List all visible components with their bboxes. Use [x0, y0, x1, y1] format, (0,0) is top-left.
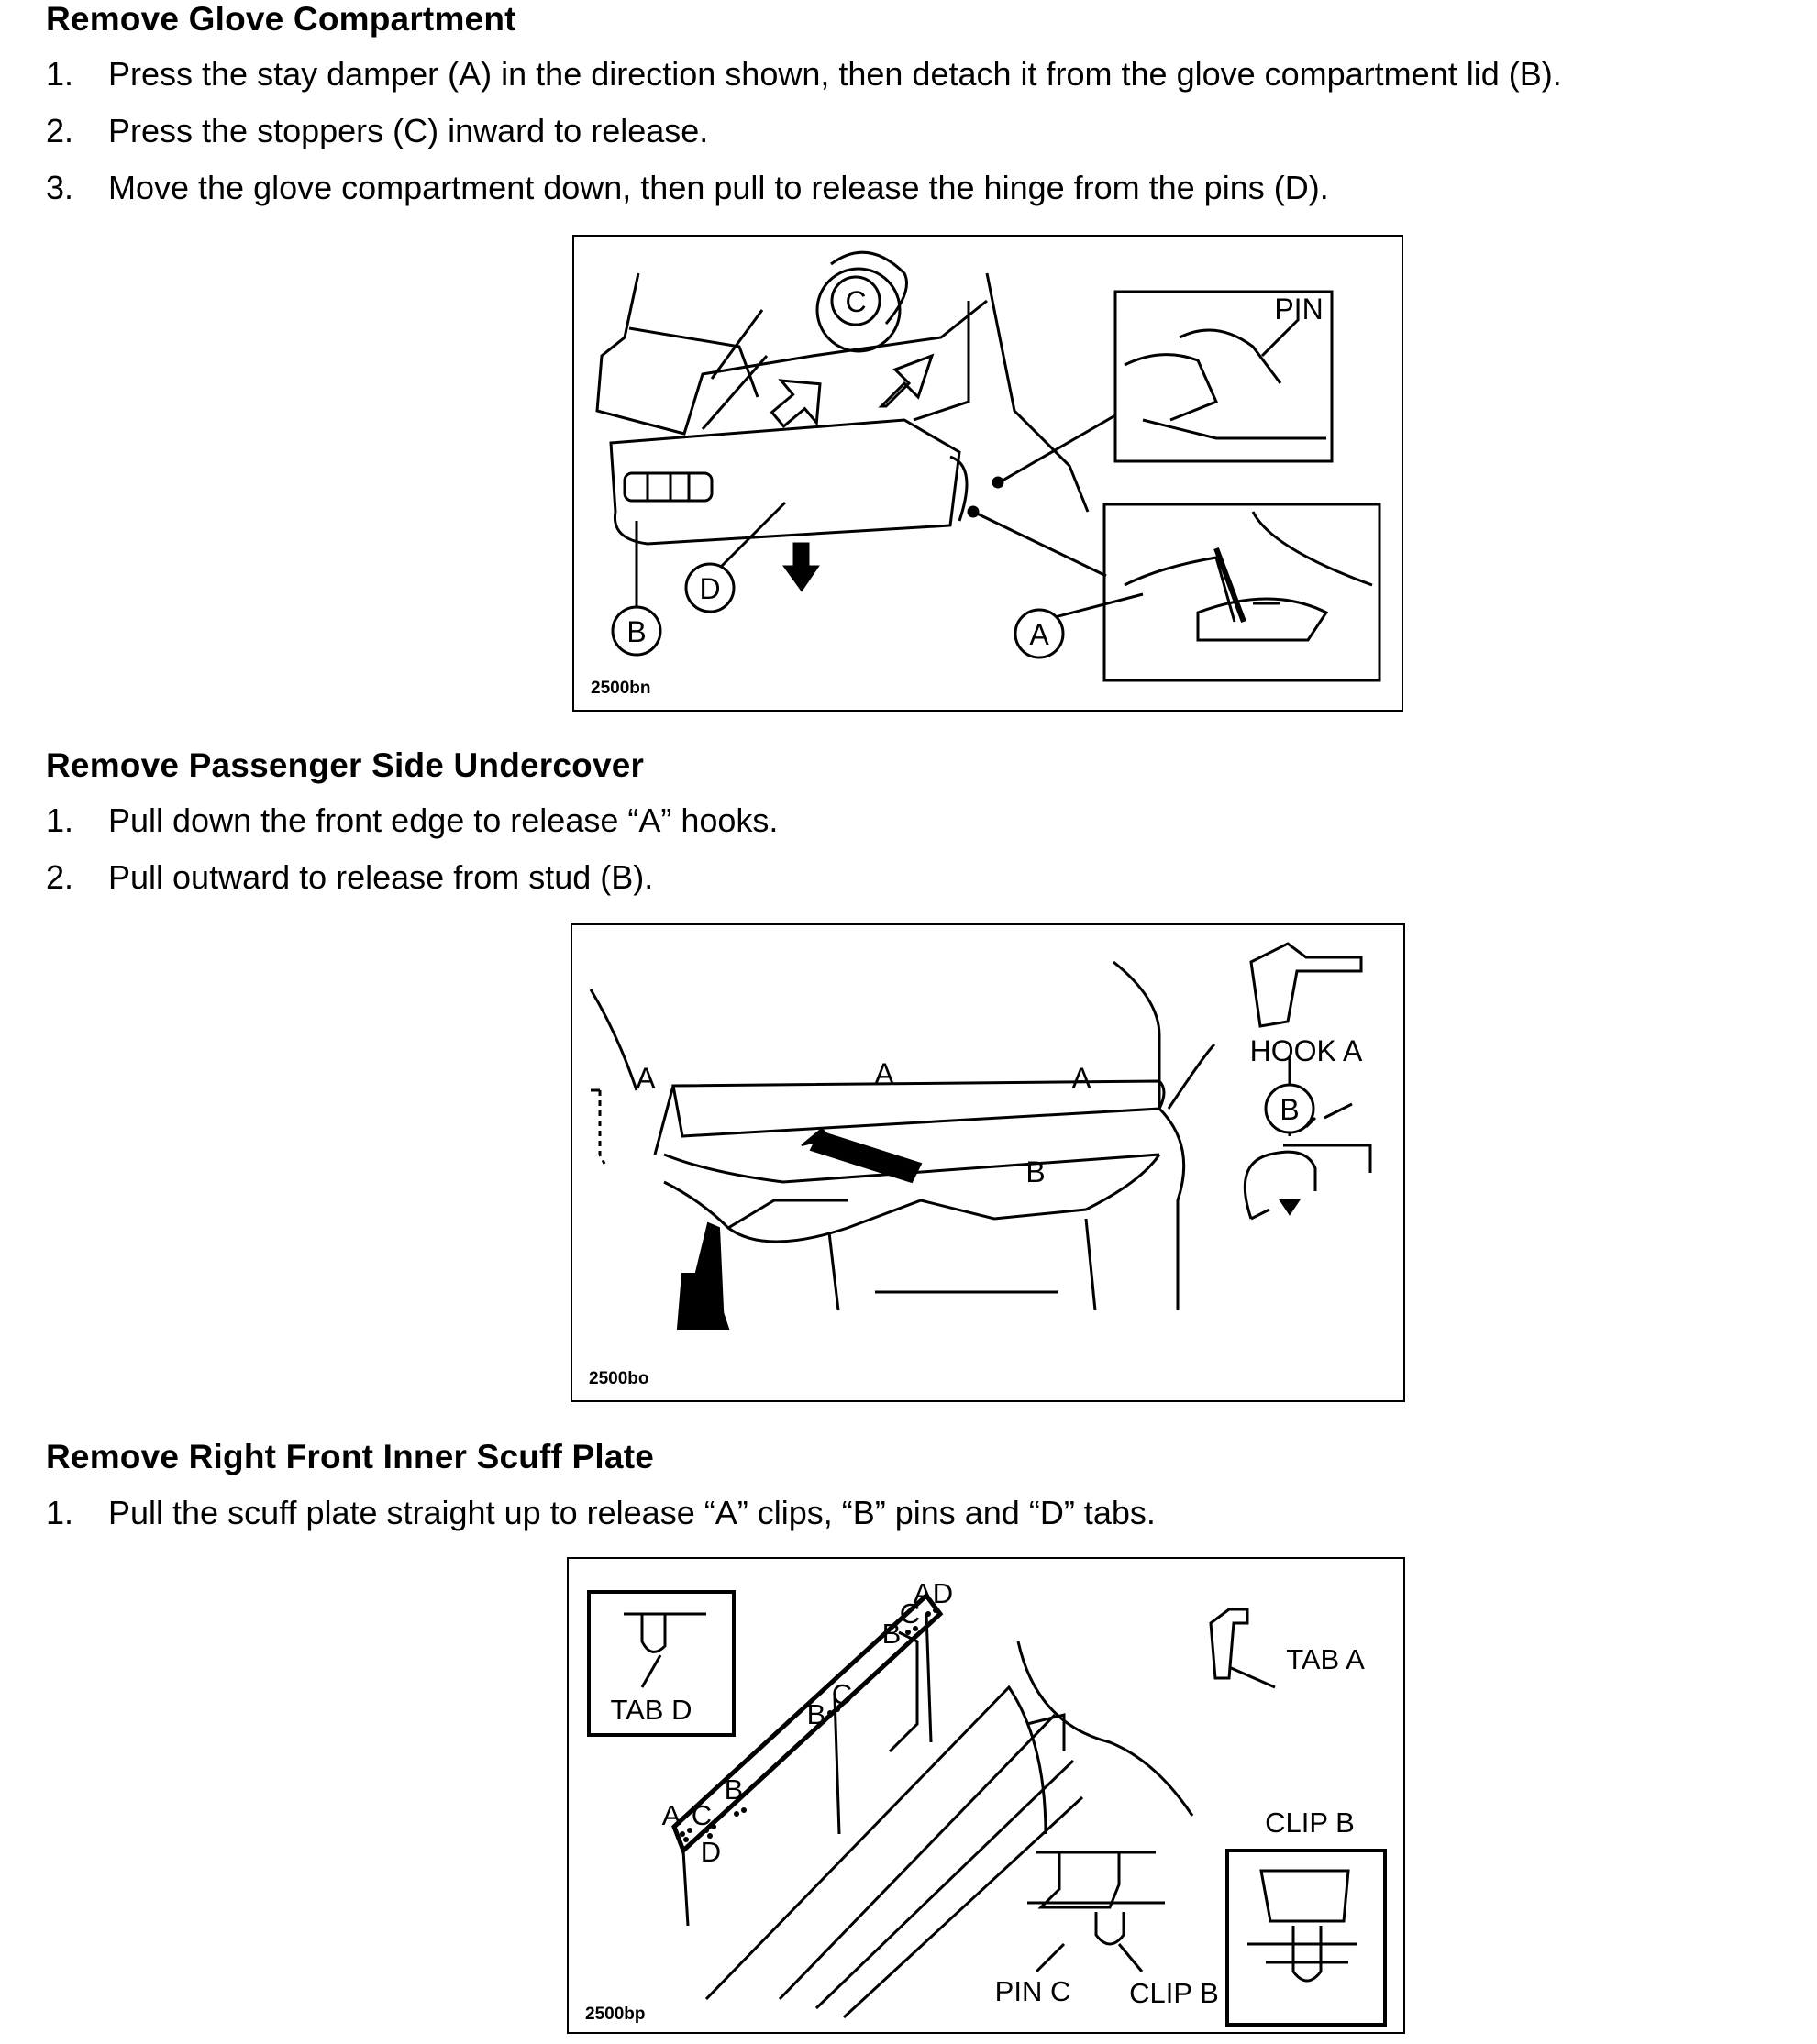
callout-c: C [845, 285, 866, 318]
label-clip-b: CLIP B [1129, 1977, 1219, 2009]
label-a-right: A [1071, 1062, 1091, 1095]
label-a-center: A [874, 1057, 894, 1090]
steps-list-passenger-undercover: 1.Pull down the front edge to release “A… [46, 800, 778, 913]
steps-list-glove-compartment: 1.Press the stay damper (A) in the direc… [46, 53, 1562, 224]
label-hook-a: HOOK A [1250, 1034, 1363, 1067]
label-c-left: C [692, 1799, 712, 1831]
step-item: 1.Pull the scuff plate straight up to re… [46, 1494, 1156, 1531]
label-d-left: D [701, 1836, 721, 1868]
steps-list-scuff-plate: 1.Pull the scuff plate straight up to re… [46, 1492, 1156, 1549]
step-item: 1.Pull down the front edge to release “A… [46, 801, 779, 839]
glove-compartment-illustration: B D C A PIN [595, 250, 1381, 682]
figure-glove-compartment: B D C A PIN 2500bn [572, 235, 1403, 712]
figure-code: 2500bn [591, 679, 651, 698]
figure-passenger-undercover: A A A B B HOOK A 2500bo [571, 923, 1405, 1402]
label-a-top: A [914, 1577, 933, 1609]
label-c-top: C [900, 1597, 920, 1630]
scuff-plate-illustration: TAB D TAB A CLIP B PIN C CLIP B A C B D … [587, 1577, 1387, 2027]
label-b-stud: B [1025, 1155, 1045, 1188]
section-title-glove-compartment: Remove Glove Compartment [46, 0, 516, 38]
label-clip-b-inset: CLIP B [1265, 1806, 1355, 1839]
label-pin: PIN [1274, 293, 1323, 326]
callout-d: D [699, 572, 720, 605]
step-item: 2.Pull outward to release from stud (B). [46, 858, 654, 896]
label-tab-a: TAB A [1286, 1643, 1365, 1675]
label-a-left: A [662, 1799, 681, 1831]
step-item: 1.Press the stay damper (A) in the direc… [46, 55, 1562, 93]
figure-code: 2500bo [589, 1369, 649, 1388]
label-a-left: A [636, 1062, 656, 1095]
undercover-illustration: A A A B B HOOK A [589, 942, 1372, 1330]
label-tab-d: TAB D [611, 1694, 692, 1726]
callout-b: B [626, 615, 646, 648]
label-b-mid: B [807, 1698, 826, 1730]
label-d-top: D [933, 1577, 953, 1609]
label-pin-c: PIN C [995, 1975, 1071, 2007]
callout-a: A [1029, 618, 1049, 651]
section-title-scuff-plate: Remove Right Front Inner Scuff Plate [46, 1438, 654, 1475]
step-item: 2.Press the stoppers (C) inward to relea… [46, 112, 709, 149]
section-title-passenger-undercover: Remove Passenger Side Undercover [46, 746, 645, 784]
label-b-top: B [882, 1618, 902, 1650]
label-b-left: B [725, 1773, 744, 1806]
label-c-mid: C [832, 1678, 852, 1710]
step-item: 3.Move the glove compartment down, then … [46, 169, 1329, 206]
callout-b: B [1280, 1093, 1299, 1126]
figure-code: 2500bp [585, 2005, 646, 2024]
figure-scuff-plate: TAB D TAB A CLIP B PIN C CLIP B A C B D … [567, 1557, 1405, 2034]
